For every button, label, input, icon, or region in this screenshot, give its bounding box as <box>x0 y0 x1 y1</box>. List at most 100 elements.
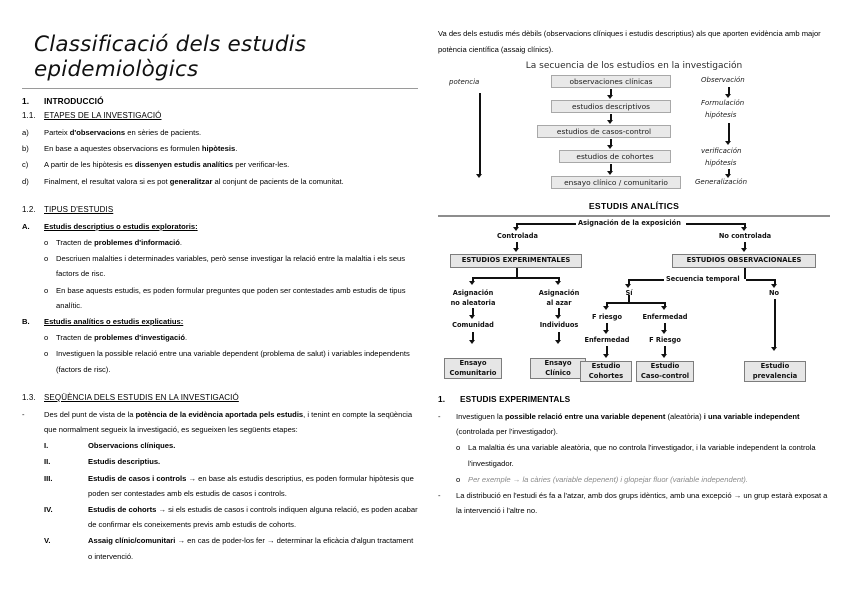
exp-left-drop <box>472 277 474 282</box>
si-split-bar <box>606 302 666 304</box>
list-item: o Tracten de problemes d'informació. <box>22 235 418 250</box>
list-item: V. Assaig clínic/comunitari → en cas de … <box>22 533 418 563</box>
label-observacion: Observación <box>701 76 745 84</box>
list-item: II. Estudis descriptius. <box>22 454 418 469</box>
box-estudios-casos-control: estudios de casos-control <box>537 125 671 138</box>
exp-right-arrowhead-2 <box>555 315 561 319</box>
connector-2-arrowhead <box>607 120 614 124</box>
exp-left-arrowhead-3 <box>469 340 475 344</box>
box-estudios-cohortes: estudios de cohortes <box>559 150 671 163</box>
label-verificacion: verificación <box>701 147 742 155</box>
heading-number: 1.2. <box>22 204 36 214</box>
list-marker: o <box>44 349 49 359</box>
controlada-drop <box>516 242 518 249</box>
no-controlada-arrowhead <box>741 248 747 252</box>
exp-left-arrowhead-2 <box>469 315 475 319</box>
exp-right-drop-2 <box>558 308 560 316</box>
exp-split-bar <box>472 277 560 279</box>
list-item: - Investiguen la possible relació entre … <box>438 409 830 439</box>
list-text: En base aquests estudis, es poden formul… <box>56 285 406 310</box>
no-branch-line <box>774 299 776 348</box>
si-right-drop-2 <box>664 323 666 331</box>
right-connector-1-arrowhead <box>725 94 732 98</box>
label-comunidad: Comunidad <box>452 321 494 329</box>
label-asignacion-exposicion: Asignación de la exposición <box>578 219 681 227</box>
list-marker: IV. <box>44 505 53 515</box>
list-text: Estudis de casos i controls → en base al… <box>88 473 414 498</box>
left-column: Classificació dels estudis epidemiològic… <box>22 22 432 589</box>
list-marker: A. <box>22 221 30 231</box>
list-item: c) A partir de les hipòtesis es dissenye… <box>22 157 418 172</box>
si-left-drop-2 <box>606 323 608 331</box>
si-left-arrowhead <box>603 306 609 310</box>
list-marker: - <box>438 412 441 421</box>
heading-sequencia: 1.3. SEQÜÈNCIA DELS ESTUDIS EN LA INVEST… <box>22 393 418 402</box>
diagram1-caption: La secuencia de los estudios en la inves… <box>525 61 743 71</box>
list-text: A partir de les hipòtesis es dissenyen e… <box>44 160 290 170</box>
list-marker: o <box>44 254 49 264</box>
obs-right-drop <box>774 279 776 285</box>
list-text: Estudis de cohorts → si els estudis de c… <box>88 505 418 530</box>
root-drop-right <box>744 223 746 228</box>
heading-estudis-experimentals: 1. ESTUDIS EXPERIMENTALS <box>438 394 830 404</box>
list-item: - Des del punt de vista de la potència d… <box>22 407 418 437</box>
label-f-riesgo: F riesgo <box>592 313 622 321</box>
list-marker: o <box>456 474 461 484</box>
list-marker: d) <box>22 176 29 186</box>
list-item: d) Finalment, el resultat valora si es p… <box>22 174 418 189</box>
list-item: o La malaltia és una variable aleatòria,… <box>438 440 830 470</box>
label-f-riesgo-2: F Riesgo <box>649 336 681 344</box>
exp-right-arrowhead <box>555 281 561 285</box>
list-item: I. Observacions clíniques. <box>22 438 418 453</box>
list-text: Estudis analítics o estudis explicatius: <box>44 317 184 327</box>
si-right-drop <box>664 302 666 307</box>
type-a-heading: A. Estudis descriptius o estudis explora… <box>22 219 418 234</box>
list-text: Investiguen la possible relació entre un… <box>56 349 410 374</box>
exp-stem <box>516 268 518 278</box>
connector-1 <box>610 89 612 96</box>
connector-4 <box>610 164 612 172</box>
list-text: Descriuen malalties i determinades varia… <box>56 254 406 279</box>
section-divider <box>438 215 830 217</box>
si-left-arrowhead-2 <box>603 330 609 334</box>
list-text: Per exemple → la càries (variable depene… <box>468 474 748 484</box>
list-text: Finalment, el resultat valora si es pot … <box>44 176 344 186</box>
list-text: Parteix d'observacions en sèries de paci… <box>44 128 202 137</box>
connector-2 <box>610 114 612 121</box>
exp-left-drop-3 <box>472 332 474 341</box>
list-marker: o <box>44 333 49 343</box>
list-item: o Investiguen la possible relació entre … <box>22 346 418 376</box>
label-controlada: Controlada <box>497 232 538 240</box>
root-right-arrowhead <box>741 227 747 231</box>
list-text: Estudis descriptius o estudis explorator… <box>44 221 198 231</box>
list-item: a) Parteix d'observacions en sèries de p… <box>22 125 418 140</box>
list-text: La malaltia és una variable aleatòria, q… <box>468 443 816 468</box>
list-marker: - <box>438 491 441 501</box>
diagram-sequence-of-studies: potencia observaciones clínicas estudios… <box>439 75 829 193</box>
obs-bar-right <box>746 279 776 281</box>
box-ensayo-clinico-comunitario: ensayo clínico / comunitario <box>551 176 681 189</box>
heading-introduccio: 1. INTRODUCCIÓ <box>22 96 418 106</box>
heading-label: SEQÜÈNCIA DELS ESTUDIS EN LA INVESTIGACI… <box>44 392 239 402</box>
obs-left-arrowhead <box>625 284 631 288</box>
connector-1-arrowhead <box>607 95 614 99</box>
list-text: Estudis descriptius. <box>88 457 161 467</box>
si-stem <box>628 295 630 303</box>
potencia-axis-line <box>479 93 481 175</box>
heading-tipus-estudis: 1.2. TIPUS D'ESTUDIS <box>22 205 418 214</box>
exp-left-drop-2 <box>472 308 474 316</box>
obs-stem <box>744 268 746 279</box>
section-heading-estudis-analitics: ESTUDIS ANALÍTICS <box>588 201 680 211</box>
si-left-drop-3 <box>606 346 608 355</box>
exp-right-drop-3 <box>558 332 560 341</box>
potencia-axis-arrowhead <box>476 174 483 178</box>
heading-label: TIPUS D'ESTUDIS <box>44 204 114 214</box>
list-text: Tracten de problemes d'investigació. <box>56 333 188 343</box>
list-text: Des del punt de vista de la potència de … <box>44 409 413 435</box>
box-estudios-observacionales: ESTUDIOS OBSERVACIONALES <box>672 254 816 268</box>
list-marker: a) <box>22 128 29 137</box>
